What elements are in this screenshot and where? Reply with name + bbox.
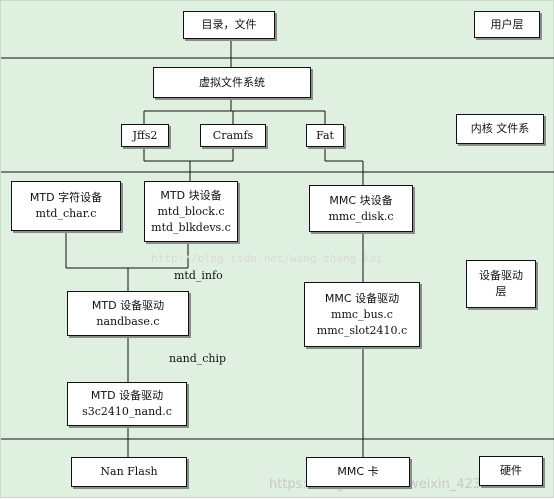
mmc-driver-title: MMC 设备驱动 <box>324 291 400 305</box>
mtd-driver-box: MTD 设备驱动 nandbase.c <box>67 291 189 336</box>
mtd-block-box: MTD 块设备 mtd_block.c mtd_blkdevs.c <box>144 181 238 242</box>
mtd-block-title: MTD 块设备 <box>160 188 222 202</box>
layer-user-label: 用户层 <box>490 17 524 31</box>
mtd-block-file-2: mtd_blkdevs.c <box>151 220 231 234</box>
nand-chip-label: nand_chip <box>169 352 227 365</box>
mtd-info-label: mtd_info <box>174 269 223 282</box>
mmc-driver-box: MMC 设备驱动 mmc_bus.c mmc_slot2410.c <box>304 282 420 347</box>
watermark-top: http://blog.csdn.net/wang_zheng_kai <box>151 252 383 265</box>
mtd-driver-title: MTD 设备驱动 <box>91 298 165 312</box>
layer-hardware: 硬件 <box>479 456 543 486</box>
layer-kernel: 内核 文件系 <box>456 114 544 144</box>
jffs2-label: Jffs2 <box>132 128 158 142</box>
dir-file-box: 目录，文件 <box>183 11 275 39</box>
nan-flash-label: Nan Flash <box>100 465 158 478</box>
dir-file-label: 目录，文件 <box>201 18 257 31</box>
mmc-driver-file-1: mmc_bus.c <box>331 307 393 321</box>
mtd-driver-hw-box: MTD 设备驱动 s3c2410_nand.c <box>67 382 187 426</box>
mmc-card-box: MMC 卡 <box>306 457 410 487</box>
layer-driver-label-2: 层 <box>495 285 507 298</box>
layer-hardware-label: 硬件 <box>500 464 522 477</box>
mmc-block-title: MMC 块设备 <box>329 193 393 207</box>
mtd-driver-file: nandbase.c <box>96 314 160 328</box>
cramfs-label: Cramfs <box>212 128 254 142</box>
mtd-block-file-1: mtd_block.c <box>157 204 225 218</box>
layer-user: 用户层 <box>474 11 540 38</box>
mmc-block-box: MMC 块设备 mmc_disk.c <box>309 185 413 232</box>
jffs2-box: Jffs2 <box>121 124 169 147</box>
vfs-box: 虚拟文件系统 <box>153 67 311 98</box>
vfs-label: 虚拟文件系统 <box>199 75 265 89</box>
mmc-driver-file-2: mmc_slot2410.c <box>316 323 408 337</box>
nan-flash-box: Nan Flash <box>71 457 187 487</box>
mtd-char-title: MTD 字符设备 <box>29 191 103 204</box>
cramfs-box: Cramfs <box>200 124 266 147</box>
fat-box: Fat <box>306 124 344 147</box>
mtd-char-file: mtd_char.c <box>35 207 97 220</box>
layer-driver-label-1: 设备驱动 <box>479 269 523 282</box>
layer-driver: 设备驱动 层 <box>466 260 536 308</box>
mmc-card-label: MMC 卡 <box>337 465 379 478</box>
fat-label: Fat <box>316 128 334 142</box>
mtd-char-box: MTD 字符设备 mtd_char.c <box>11 181 121 231</box>
mtd-driver-hw-file: s3c2410_nand.c <box>82 405 172 418</box>
layer-kernel-label: 内核 文件系 <box>470 122 530 135</box>
mmc-block-file: mmc_disk.c <box>328 209 394 223</box>
mtd-driver-hw-title: MTD 设备驱动 <box>90 389 164 402</box>
